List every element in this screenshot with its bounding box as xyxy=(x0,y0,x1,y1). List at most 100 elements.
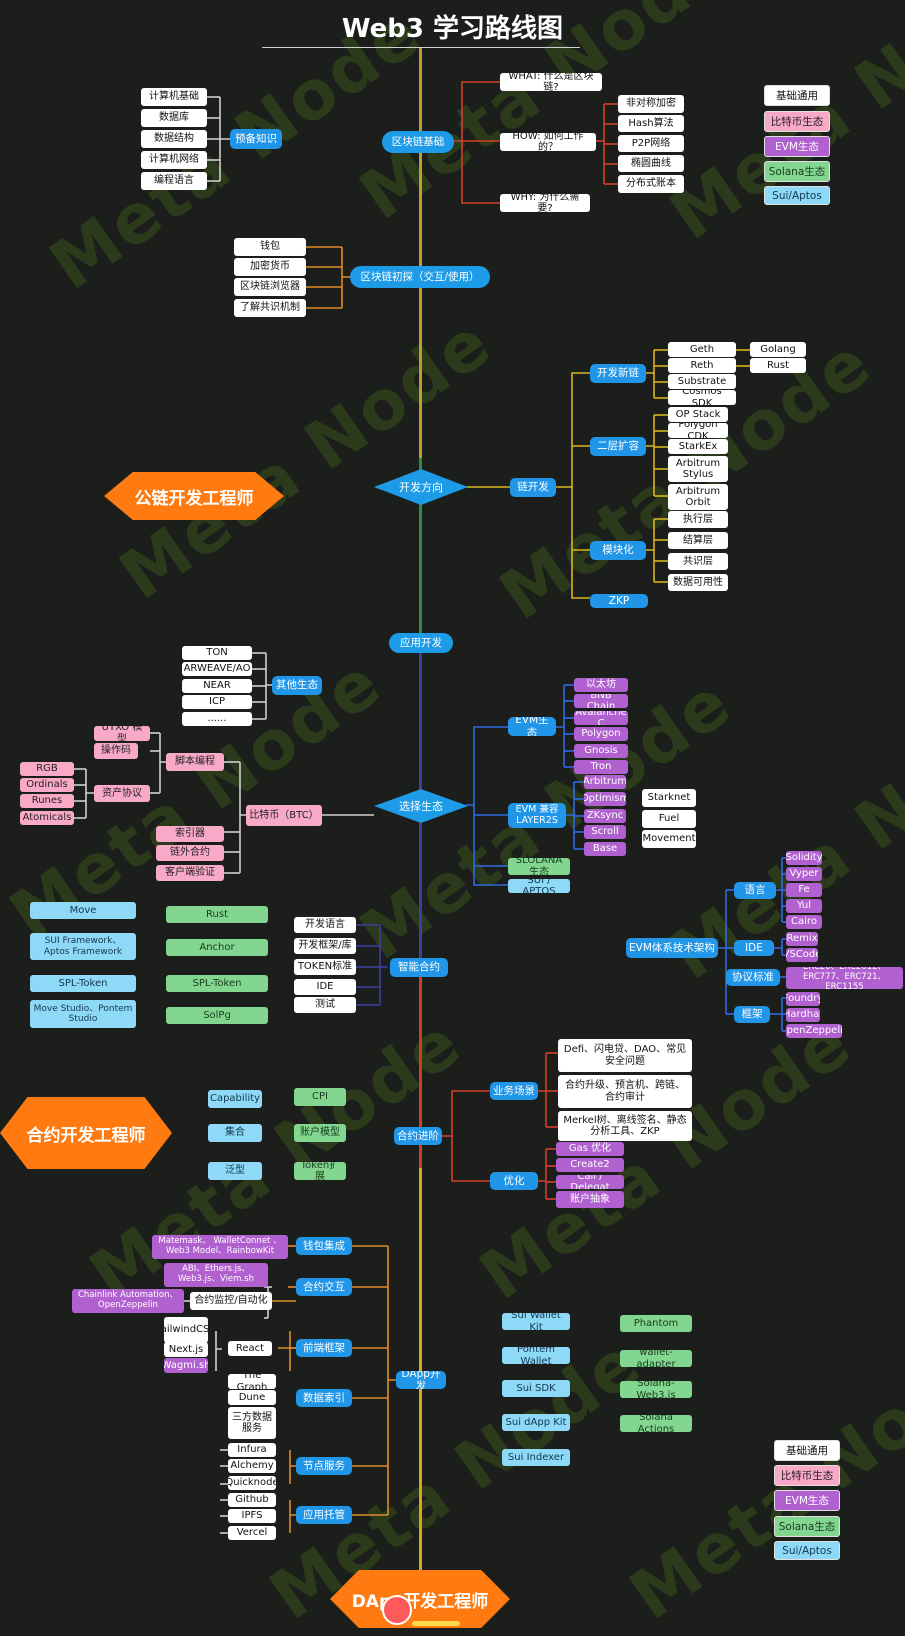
solana-dapp-item[interactable]: Solana-Web3.js xyxy=(620,1381,692,1398)
evm-ide-item[interactable]: Remix xyxy=(786,932,818,946)
btc-extra-item[interactable]: 索引器 xyxy=(156,826,224,842)
zkp-node[interactable]: ZKP xyxy=(590,594,648,608)
chain-dev-node[interactable]: 链开发 xyxy=(510,478,556,497)
evm-l2-item[interactable]: Arbitrum xyxy=(584,775,626,789)
other-eco-item[interactable]: TON xyxy=(182,646,252,660)
solana-contract-item[interactable]: SolPg xyxy=(166,1007,268,1024)
how-item[interactable]: Hash算法 xyxy=(618,115,684,132)
sui-contract-item[interactable]: Move Studio、Pontem Studio xyxy=(30,1000,136,1028)
layer2-item[interactable]: Arbitrum Orbit xyxy=(668,484,728,510)
sui-contract-item[interactable]: Move xyxy=(30,902,136,919)
advanced-node[interactable]: 合约进阶 xyxy=(394,1127,442,1145)
optimize-item[interactable]: Gas 优化 xyxy=(556,1142,624,1156)
evm-chain-item[interactable]: 以太坊 xyxy=(574,678,628,692)
evm-lang-item[interactable]: Cairo xyxy=(786,915,822,929)
btc-extra-item[interactable]: 链外合约 xyxy=(156,845,224,861)
hosting-node[interactable]: 应用托管 xyxy=(296,1506,352,1524)
layer2-node[interactable]: 二层扩容 xyxy=(590,437,646,456)
solana-dapp-item[interactable]: Phantom xyxy=(620,1315,692,1332)
explore-item[interactable]: 了解共识机制 xyxy=(234,299,306,317)
optimize-item[interactable]: 账户抽象 xyxy=(556,1191,624,1208)
layer2-item[interactable]: Polygon CDK xyxy=(668,423,728,438)
layer2-item[interactable]: OP Stack xyxy=(668,407,728,422)
evm-chain-item[interactable]: Polygon xyxy=(574,727,628,741)
new-chain-item[interactable]: Reth xyxy=(668,358,736,373)
smart-contract-node[interactable]: 智能合约 xyxy=(390,958,448,977)
how-item[interactable]: 椭圆曲线 xyxy=(618,155,684,172)
modular-node[interactable]: 模块化 xyxy=(590,541,646,560)
blockchain-basics-node[interactable]: 区块链基础 xyxy=(382,131,454,153)
btc-script-node[interactable]: 脚本编程 xyxy=(166,753,224,771)
contract-item[interactable]: 开发框架/库 xyxy=(294,938,356,954)
how-item[interactable]: 非对称加密 xyxy=(618,95,684,113)
solana-contract-item[interactable]: Rust xyxy=(166,906,268,923)
evm-standard-item[interactable]: ERC20、ERC2612、ERC777、ERC721、ERC1155 xyxy=(786,967,903,989)
evm-ide-node[interactable]: IDE xyxy=(734,940,774,956)
sui-dapp-item[interactable]: Sui Wallet Kit xyxy=(502,1313,570,1330)
scenario-item[interactable]: Defi、闪电贷、DAO、常见安全问题 xyxy=(558,1039,692,1072)
explore-node[interactable]: 区块链初探（交互/使用） xyxy=(350,266,490,288)
hosting-item[interactable]: Vercel xyxy=(228,1526,276,1540)
btc-asset-item[interactable]: RGB xyxy=(20,762,74,776)
btc-asset-item[interactable]: Atomicals xyxy=(20,811,74,825)
solana-dapp-item[interactable]: wallet-adapter xyxy=(620,1350,692,1367)
evm-chain-item[interactable]: Gnosis xyxy=(574,744,628,758)
why-node[interactable]: WHY: 为什么需要? xyxy=(500,194,590,212)
sui-advanced-item[interactable]: 泛型 xyxy=(208,1162,262,1180)
solana-eco-node[interactable]: SLOLANA生态 xyxy=(508,858,570,875)
prereq-node[interactable]: 预备知识 xyxy=(230,129,282,149)
sui-dapp-item[interactable]: Sui dApp Kit xyxy=(502,1414,570,1431)
explore-item[interactable]: 钱包 xyxy=(234,238,306,256)
evm-l2-item[interactable]: Scroll xyxy=(584,825,626,839)
layer2-item[interactable]: StarkEx xyxy=(668,439,728,454)
hosting-item[interactable]: IPFS xyxy=(228,1509,276,1523)
prereq-item[interactable]: 数据库 xyxy=(141,109,207,127)
evm-l2-item[interactable]: Base xyxy=(584,842,626,856)
evm-chain-item[interactable]: Tron xyxy=(574,760,628,774)
frontend-item[interactable]: Next.js xyxy=(164,1342,208,1357)
sui-advanced-item[interactable]: Capability xyxy=(208,1090,262,1108)
btc-asset-item[interactable]: Ordinals xyxy=(20,778,74,792)
other-l2-item[interactable]: Starknet xyxy=(642,789,696,807)
btc-asset-item[interactable]: Runes xyxy=(20,794,74,808)
optimize-item[interactable]: Create2 xyxy=(556,1158,624,1172)
evm-framework-item[interactable]: Foundry xyxy=(786,992,820,1006)
explore-item[interactable]: 加密货币 xyxy=(234,258,306,276)
modular-item[interactable]: 执行层 xyxy=(668,511,728,528)
new-chain-node[interactable]: 开发新链 xyxy=(590,364,646,383)
modular-item[interactable]: 共识层 xyxy=(668,553,728,570)
sui-dapp-item[interactable]: Pontem Wallet xyxy=(502,1347,570,1364)
evm-framework-node[interactable]: 框架 xyxy=(734,1006,770,1023)
how-node[interactable]: HOW: 如何工作的？ xyxy=(500,133,596,151)
node-service-node[interactable]: 节点服务 xyxy=(296,1457,352,1475)
contract-item[interactable]: IDE xyxy=(294,979,356,995)
btc-script-item[interactable]: 操作码 xyxy=(94,743,138,759)
sui-dapp-item[interactable]: Sui SDK xyxy=(502,1380,570,1397)
sui-dapp-item[interactable]: Sui Indexer xyxy=(502,1449,570,1466)
prereq-item[interactable]: 计算机基础 xyxy=(141,88,207,106)
other-l2-item[interactable]: Fuel xyxy=(642,810,696,828)
what-node[interactable]: WHAT: 什么是区块链? xyxy=(500,73,602,91)
sui-contract-item[interactable]: SUI Framework、Aptos Framework xyxy=(30,933,136,960)
scenario-item[interactable]: Merkel树、离线签名、静态分析工具、ZKP xyxy=(558,1111,692,1141)
evm-l2-item[interactable]: ZKsync xyxy=(584,809,626,823)
sui-eco-node[interactable]: SUI / APTOS xyxy=(508,879,570,893)
dapp-node[interactable]: DApp开发 xyxy=(396,1371,446,1389)
evm-framework-item[interactable]: Hardhat xyxy=(786,1008,820,1022)
wallet-item[interactable]: Matemask、 WalletConnet 、Web3 Model、Rainb… xyxy=(152,1235,288,1259)
monitor-node[interactable]: 合约监控/自动化 xyxy=(190,1292,272,1310)
prereq-item[interactable]: 编程语言 xyxy=(141,172,207,190)
evm-arch-node[interactable]: EVM体系技术架构 xyxy=(626,938,718,958)
contract-item[interactable]: 开发语言 xyxy=(294,917,356,933)
layer2-item[interactable]: Arbitrum Stylus xyxy=(668,456,728,482)
solana-advanced-item[interactable]: 账户模型 xyxy=(294,1124,346,1142)
btc-extra-item[interactable]: 客户端验证 xyxy=(156,865,224,881)
optimize-item[interactable]: Call / Delegat xyxy=(556,1175,624,1189)
react-node[interactable]: React xyxy=(228,1341,272,1356)
evm-framework-item[interactable]: OpenZeppelin xyxy=(786,1024,842,1038)
sui-advanced-item[interactable]: 集合 xyxy=(208,1124,262,1142)
modular-item[interactable]: 结算层 xyxy=(668,532,728,549)
indexing-item[interactable]: 三方数据服务 xyxy=(228,1407,276,1439)
frontend-node[interactable]: 前端框架 xyxy=(296,1339,352,1357)
monitor-item[interactable]: Chainlink Automation、OpenZeppelin xyxy=(72,1289,184,1313)
